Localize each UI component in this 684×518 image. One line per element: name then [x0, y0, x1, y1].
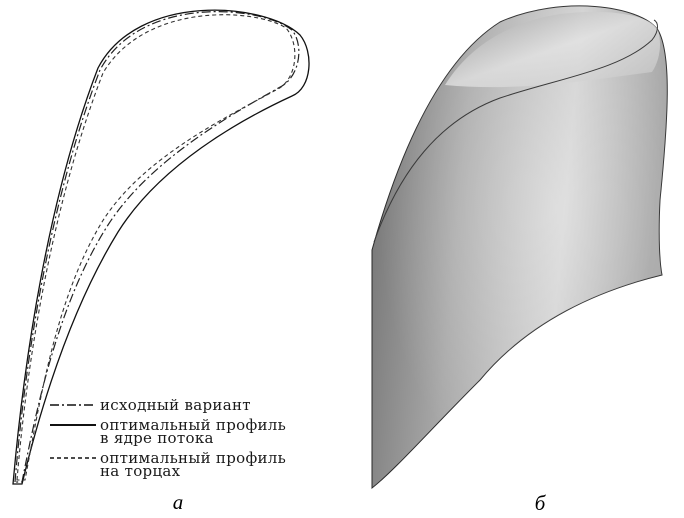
legend-label-optimal-core-line2: в ядре потока [100, 429, 214, 447]
legend-label-optimal-endwalls-line1: оптимальный профиль [100, 449, 286, 467]
legend-item-optimal-core: оптимальный профиль в ядре потока [50, 416, 286, 447]
legend-item-optimal-endwalls: оптимальный профиль на торцах [50, 449, 286, 480]
legend-item-original: исходный вариант [50, 396, 251, 414]
panel-b-label: б [535, 491, 547, 515]
legend-label-optimal-core-line1: оптимальный профиль [100, 416, 286, 434]
profile-optimal-core [12, 9, 310, 485]
legend-label-optimal-endwalls-line2: на торцах [100, 462, 181, 480]
panel-a-label: а [173, 490, 184, 514]
blade-3d-section-edge [373, 19, 658, 243]
blade-3d-highlight [372, 5, 668, 489]
panel-a: исходный вариант оптимальный профиль в я… [12, 9, 310, 514]
legend-label-original: исходный вариант [100, 396, 251, 414]
blade-3d-top-face [445, 11, 660, 88]
panel-b: б [371, 5, 668, 515]
profile-original-variant [14, 11, 300, 483]
profile-optimal-endwalls [16, 14, 296, 481]
legend: исходный вариант оптимальный профиль в я… [50, 396, 286, 480]
